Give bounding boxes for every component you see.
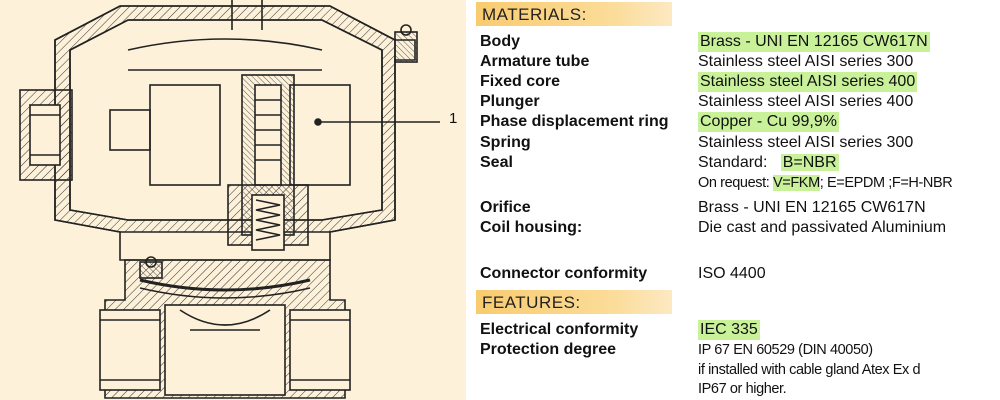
specification-panel: MATERIALS: Body Brass - UNI EN 12165 CW6… — [466, 0, 1000, 400]
row-label: Plunger — [480, 93, 540, 110]
row-label: Orifice — [480, 199, 531, 216]
row-armature-tube: Armature tube Stainless steel AISI serie… — [480, 52, 1000, 72]
row-electrical-conformity: Electrical conformity IEC 335 — [480, 320, 1000, 340]
row-label: Connector conformity — [480, 265, 648, 282]
row-value: Stainless steel AISI series 400 — [698, 72, 918, 92]
row-coil-housing: Coil housing: Die cast and passivated Al… — [480, 218, 1000, 238]
row-phase-displacement-ring: Phase displacement ring Copper - Cu 99,9… — [480, 112, 1000, 132]
seal-request-highlight: V=FKM — [773, 175, 820, 191]
row-protection-degree-line3: IP67 or higher. — [480, 379, 1000, 399]
seal-request-rest: ; E=EPDM ;F=H-NBR — [819, 175, 953, 191]
row-label: Coil housing: — [480, 219, 583, 236]
row-protection-degree: Protection degree IP 67 EN 60529 (DIN 40… — [480, 340, 1000, 360]
row-value: ISO 4400 — [698, 265, 766, 282]
callout-number: 1 — [449, 110, 458, 127]
row-value: Brass - UNI EN 12165 CW617N — [698, 32, 930, 52]
row-label: Protection degree — [480, 341, 617, 358]
row-value: Stainless steel AISI series 300 — [698, 134, 914, 151]
row-plunger: Plunger Stainless steel AISI series 400 — [480, 92, 1000, 112]
seal-standard: Standard: B=NBR — [698, 153, 839, 173]
row-body: Body Brass - UNI EN 12165 CW617N — [480, 32, 1000, 52]
row-label: Phase displacement ring — [480, 113, 669, 130]
valve-drawing-svg — [19, 0, 440, 399]
row-value: IP67 or higher. — [698, 381, 787, 397]
row-label: Armature tube — [480, 53, 590, 70]
row-label: Seal — [480, 154, 513, 171]
seal-request-prefix: On request: — [698, 175, 773, 191]
materials-header: MATERIALS: — [476, 2, 672, 26]
seal-standard-prefix: Standard: — [698, 154, 768, 171]
row-connector-conformity: Connector conformity ISO 4400 — [480, 264, 1000, 284]
row-value: Copper - Cu 99,9% — [698, 112, 839, 132]
row-fixed-core: Fixed core Stainless steel AISI series 4… — [480, 72, 1000, 92]
row-value: IP 67 EN 60529 (DIN 40050) — [698, 342, 873, 358]
row-value: IEC 335 — [698, 320, 760, 340]
row-label: Electrical conformity — [480, 321, 639, 338]
features-header: FEATURES: — [476, 290, 672, 314]
row-value: Stainless steel AISI series 400 — [698, 93, 914, 110]
row-value: Die cast and passivated Aluminium — [698, 219, 947, 236]
row-orifice: Orifice Brass - UNI EN 12165 CW617N — [480, 198, 1000, 218]
row-label: Fixed core — [480, 73, 561, 90]
row-value: Brass - UNI EN 12165 CW617N — [698, 199, 926, 216]
row-spring: Spring Stainless steel AISI series 300 — [480, 133, 1000, 153]
row-label: Body — [480, 33, 520, 50]
row-value: if installed with cable gland Atex Ex d — [698, 362, 921, 378]
row-seal-on-request: On request: V=FKM; E=EPDM ;F=H-NBR — [480, 173, 1000, 193]
row-protection-degree-line2: if installed with cable gland Atex Ex d — [480, 360, 1000, 380]
row-seal: Seal Standard: B=NBR — [480, 153, 1000, 173]
seal-on-request: On request: V=FKM; E=EPDM ;F=H-NBR — [698, 173, 953, 193]
seal-standard-value: B=NBR — [780, 154, 839, 171]
row-label: Spring — [480, 134, 531, 151]
valve-cross-section-drawing: 1 — [0, 0, 466, 400]
row-value: Stainless steel AISI series 300 — [698, 53, 914, 70]
